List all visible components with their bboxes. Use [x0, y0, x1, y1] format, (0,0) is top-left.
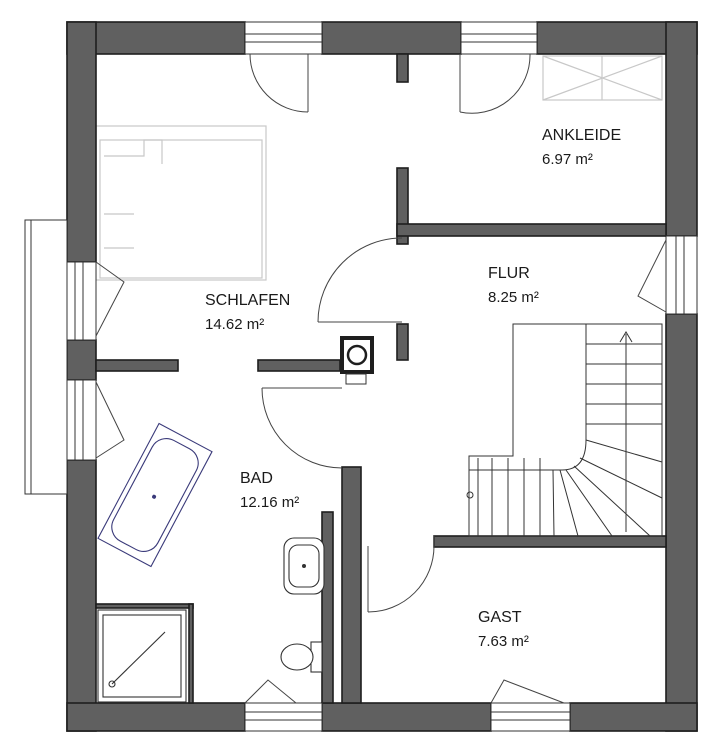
room-label-schlafen: SCHLAFEN [205, 292, 290, 309]
window-top-left [244, 21, 323, 113]
outer-wall-bottom-mid [321, 702, 492, 732]
bathtub [97, 422, 213, 568]
window-bottom-right [490, 679, 571, 732]
outer-wall-right-top [665, 21, 698, 237]
window-bottom-left [244, 679, 323, 732]
room-label-gast: GAST [478, 609, 522, 626]
room-area-ankleide: 6.97 m² [542, 151, 593, 168]
window-top-right [459, 21, 538, 114]
room-gast: GAST 7.63 m² [478, 609, 529, 650]
room-label-bad: BAD [240, 470, 273, 487]
wall-schlafen-bad-left [95, 359, 179, 372]
wardrobe [542, 55, 663, 101]
window-left-lower [66, 379, 125, 461]
chimney [340, 336, 374, 385]
room-area-bad: 12.16 m² [240, 494, 299, 511]
wall-shower-north [95, 603, 194, 609]
outer-wall-left-bottom [66, 459, 97, 732]
wall-ankleide-west [396, 167, 409, 245]
door-schlafen [317, 237, 403, 323]
room-label-ankleide: ANKLEIDE [542, 127, 621, 144]
room-schlafen: SCHLAFEN 14.62 m² [205, 292, 290, 333]
wall-bad-divider [321, 511, 334, 704]
outer-wall-left-mid [66, 339, 97, 381]
wall-ankleide-south [396, 223, 667, 237]
bed [95, 125, 267, 281]
staircase [466, 323, 663, 537]
wall-stub-top [396, 53, 409, 83]
outer-wall-bottom-right [569, 702, 698, 732]
door-bad [261, 387, 343, 469]
wall-shower-east [188, 603, 194, 704]
wall-bad-flur [341, 466, 362, 704]
room-label-flur: FLUR [488, 265, 530, 282]
outer-wall-right-bottom [665, 313, 698, 732]
shower-tray [97, 609, 187, 703]
toilet [280, 641, 323, 673]
washbasin [283, 537, 325, 595]
room-ankleide: ANKLEIDE 6.97 m² [542, 127, 621, 168]
window-left-upper [66, 261, 125, 341]
outer-wall-left-top [66, 21, 97, 263]
window-right [637, 235, 698, 315]
room-flur: FLUR 8.25 m² [488, 265, 539, 306]
wall-chimney-stub [396, 323, 409, 361]
door-gast [367, 536, 435, 613]
balcony-ledge [24, 219, 68, 495]
wall-schlafen-bad-right [257, 359, 341, 372]
wall-gast-north [433, 535, 667, 548]
outer-wall-bottom-left [66, 702, 246, 732]
room-bad: BAD 12.16 m² [240, 470, 299, 511]
outer-wall-top-mid [321, 21, 462, 55]
room-area-flur: 8.25 m² [488, 289, 539, 306]
room-area-schlafen: 14.62 m² [205, 316, 264, 333]
room-area-gast: 7.63 m² [478, 633, 529, 650]
